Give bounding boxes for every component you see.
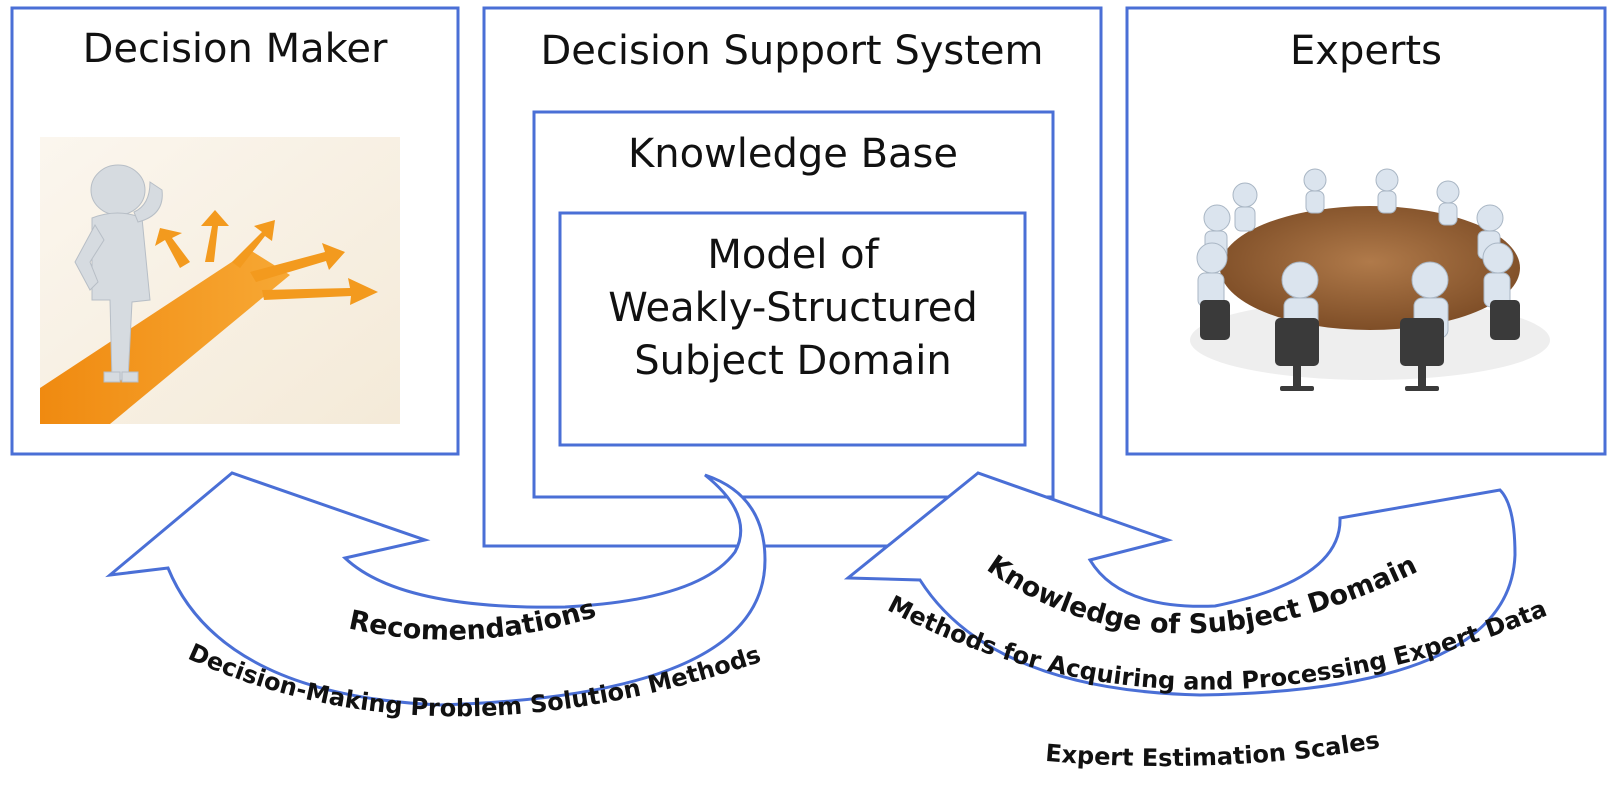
dss-panel: Decision Support System Knowledge Base M… — [482, 6, 1103, 548]
model-box — [558, 211, 1027, 447]
knowledge-base-title: Knowledge Base — [628, 131, 958, 177]
knowledge-arrow — [843, 471, 1517, 697]
estimation-scales-label: Expert Estimation Scales — [1044, 726, 1381, 772]
experts-title: Experts — [1290, 28, 1442, 74]
person-at-crossroads-icon — [40, 137, 400, 424]
decision-maker-title: Decision Maker — [83, 26, 388, 72]
model-line-3: Subject Domain — [634, 338, 951, 384]
experts-panel: Experts — [1125, 6, 1607, 456]
round-table-meeting-icon — [1190, 168, 1550, 391]
recommendations-arrow — [105, 471, 767, 707]
dss-title: Decision Support System — [540, 28, 1043, 74]
model-line-1: Model of — [707, 232, 879, 278]
decision-maker-panel: Decision Maker — [10, 6, 460, 456]
model-line-2: Weakly-Structured — [608, 285, 977, 331]
